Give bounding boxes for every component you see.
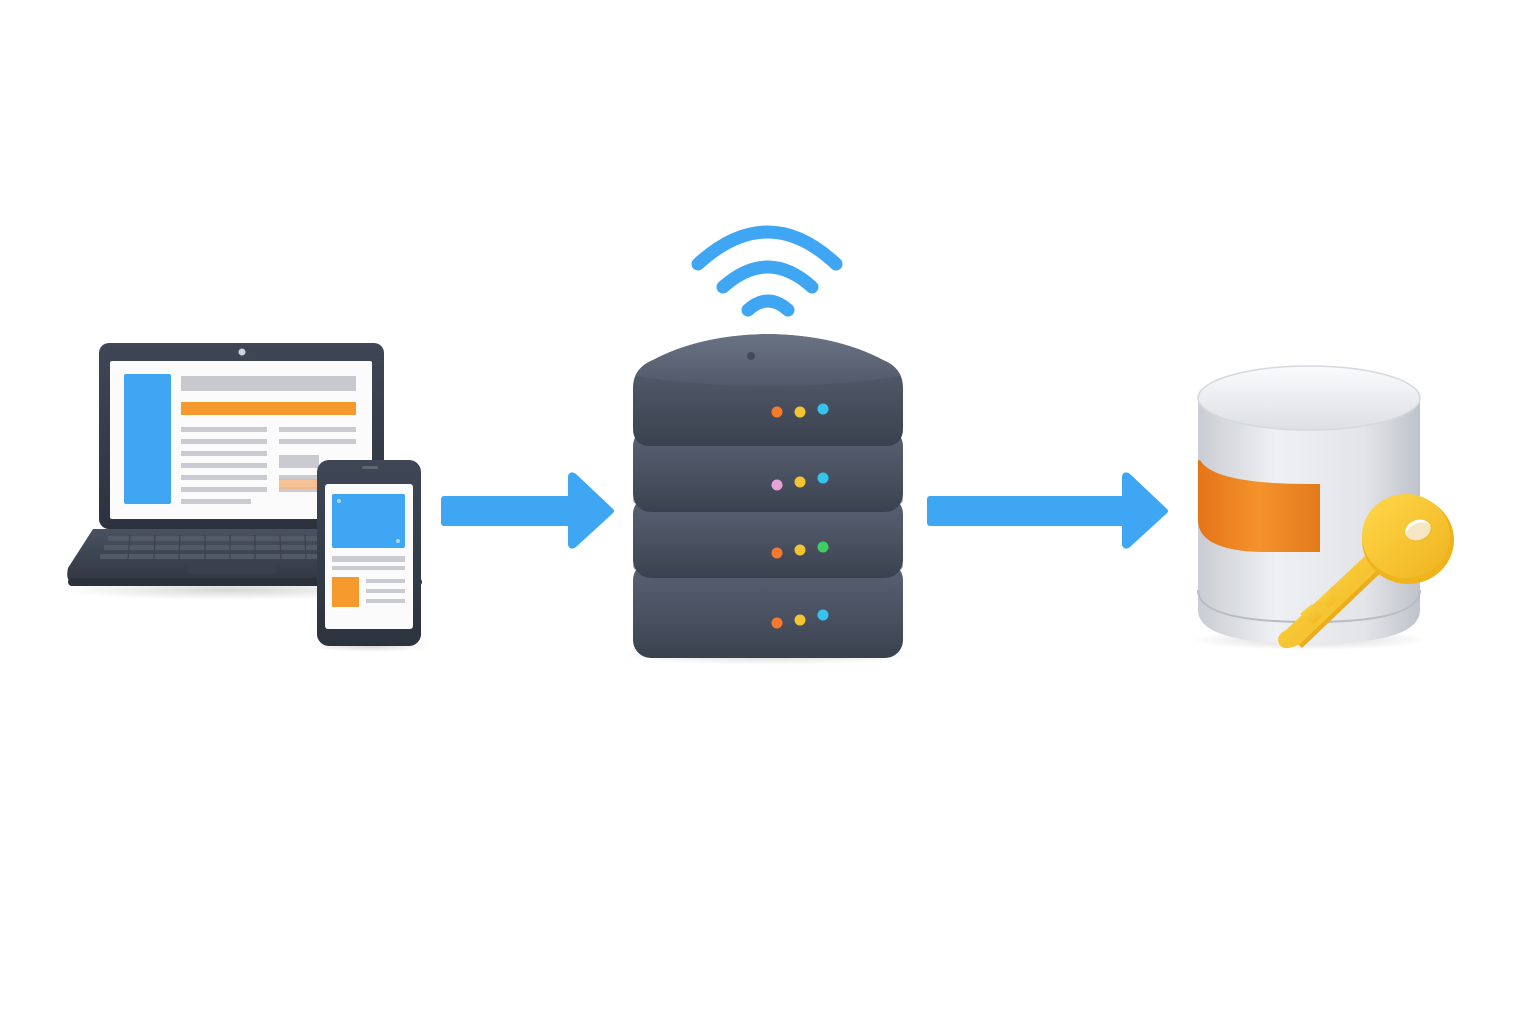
phone-screen-banner xyxy=(332,494,405,548)
laptop-screen-sidebar xyxy=(124,374,171,504)
diagram-edges xyxy=(441,472,1168,549)
phone-screen-thumbnail xyxy=(332,577,359,607)
phone-screen-lines xyxy=(332,556,405,570)
led-pink xyxy=(771,479,783,491)
laptop-screen-text-right xyxy=(279,427,356,492)
led-yellow xyxy=(794,406,806,418)
phone-screen-dot xyxy=(337,499,341,503)
server-stack-icon xyxy=(618,225,918,665)
led-yellow xyxy=(794,614,806,626)
arrow-client-to-server xyxy=(441,472,614,549)
laptop-and-phone-icon xyxy=(60,343,430,652)
led-yellow xyxy=(794,544,806,556)
phone-icon xyxy=(310,460,430,652)
phone-speaker xyxy=(362,466,378,469)
led-orange xyxy=(771,547,783,559)
laptop-screen-highlight-bar xyxy=(181,402,356,415)
laptop-screen-accent xyxy=(279,479,321,489)
server-unit-1 xyxy=(633,334,903,446)
key-icon xyxy=(1278,494,1454,649)
database-with-key-icon xyxy=(1190,365,1454,650)
laptop-trackpad xyxy=(188,562,276,574)
phone-screen-dot xyxy=(396,539,400,543)
led-cyan xyxy=(817,403,829,415)
led-cyan xyxy=(817,472,829,484)
wifi-icon xyxy=(691,225,843,317)
arrow-server-to-database xyxy=(927,472,1168,549)
laptop-screen-header-bar xyxy=(181,376,356,391)
laptop-camera xyxy=(238,348,246,356)
database-top-cap xyxy=(1197,365,1421,431)
phone-screen-text xyxy=(366,579,405,603)
laptop-screen-text-left xyxy=(181,427,267,504)
led-green xyxy=(817,541,829,553)
server-status-leds xyxy=(771,403,829,629)
laptop-keyboard xyxy=(100,536,386,559)
led-yellow xyxy=(794,476,806,488)
led-orange xyxy=(771,406,783,418)
led-orange xyxy=(771,617,783,629)
led-cyan xyxy=(817,609,829,621)
